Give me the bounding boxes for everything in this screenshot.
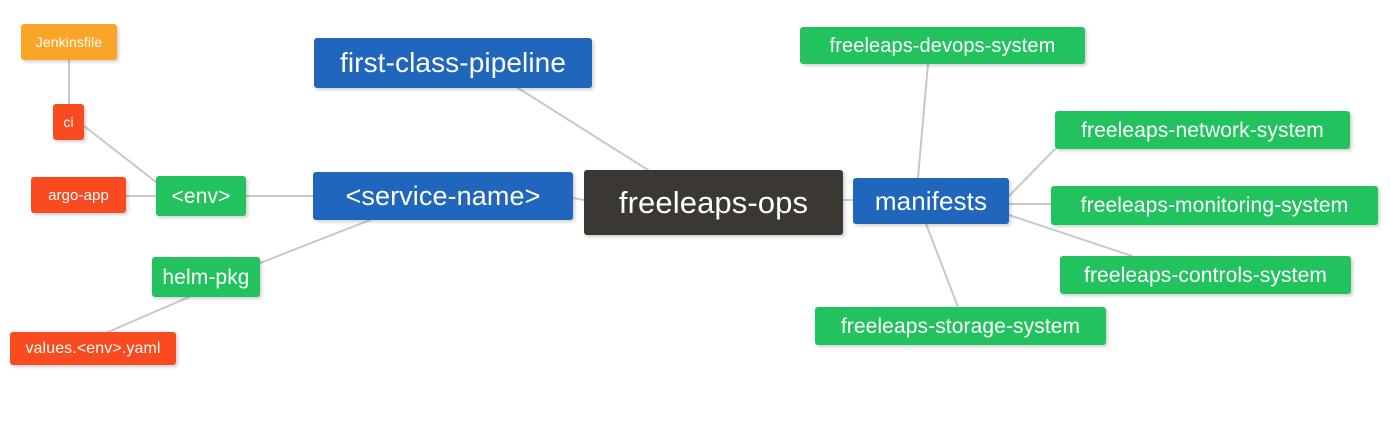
node-manifests[interactable]: manifests	[853, 178, 1009, 224]
node-label-freeleaps-controls-system: freeleaps-controls-system	[1084, 263, 1327, 287]
edge-e-service-ops	[572, 197, 585, 201]
edge-e-manifests-storage	[925, 223, 959, 308]
edge-e-pipeline-ops	[517, 87, 649, 171]
node-label-freeleaps-monitoring-system: freeleaps-monitoring-system	[1080, 194, 1349, 217]
edge-e-values-helm	[107, 296, 190, 333]
node-label-freeleaps-storage-system: freeleaps-storage-system	[840, 314, 1081, 338]
node-env[interactable]: <env>	[156, 176, 246, 216]
edge-e-ci-env	[83, 125, 157, 183]
node-label-argo-app: argo-app	[48, 186, 109, 204]
edge-e-manifests-devops	[917, 63, 929, 179]
node-freeleaps-storage-system[interactable]: freeleaps-storage-system	[815, 307, 1106, 345]
node-freeleaps-controls-system[interactable]: freeleaps-controls-system	[1060, 256, 1351, 294]
node-jenkinsfile[interactable]: Jenkinsfile	[21, 24, 117, 60]
node-label-env: <env>	[171, 184, 231, 208]
node-helm-pkg[interactable]: helm-pkg	[152, 257, 260, 297]
node-freeleaps-network-system[interactable]: freeleaps-network-system	[1055, 111, 1350, 149]
node-first-class-pipeline[interactable]: first-class-pipeline	[314, 38, 592, 88]
node-service-name[interactable]: <service-name>	[313, 172, 573, 220]
node-freeleaps-monitoring-system[interactable]: freeleaps-monitoring-system	[1051, 186, 1378, 225]
node-values-yaml[interactable]: values.<env>.yaml	[10, 332, 176, 365]
node-label-jenkinsfile: Jenkinsfile	[35, 34, 103, 50]
node-label-ci: ci	[63, 114, 74, 130]
node-label-freeleaps-network-system: freeleaps-network-system	[1081, 118, 1324, 142]
node-ci[interactable]: ci	[53, 104, 84, 140]
node-label-manifests: manifests	[874, 186, 988, 216]
node-label-service-name: <service-name>	[345, 180, 541, 211]
node-label-helm-pkg: helm-pkg	[162, 265, 250, 289]
node-label-values-yaml: values.<env>.yaml	[25, 339, 161, 357]
node-label-first-class-pipeline: first-class-pipeline	[339, 47, 567, 78]
edge-e-helm-service	[259, 219, 371, 264]
node-freeleaps-ops[interactable]: freeleaps-ops	[584, 170, 843, 235]
edge-e-manifests-network	[1008, 148, 1056, 197]
node-label-freeleaps-devops-system: freeleaps-devops-system	[829, 34, 1056, 57]
node-freeleaps-devops-system[interactable]: freeleaps-devops-system	[800, 27, 1085, 64]
node-argo-app[interactable]: argo-app	[31, 177, 126, 213]
node-label-freeleaps-ops: freeleaps-ops	[618, 185, 809, 220]
